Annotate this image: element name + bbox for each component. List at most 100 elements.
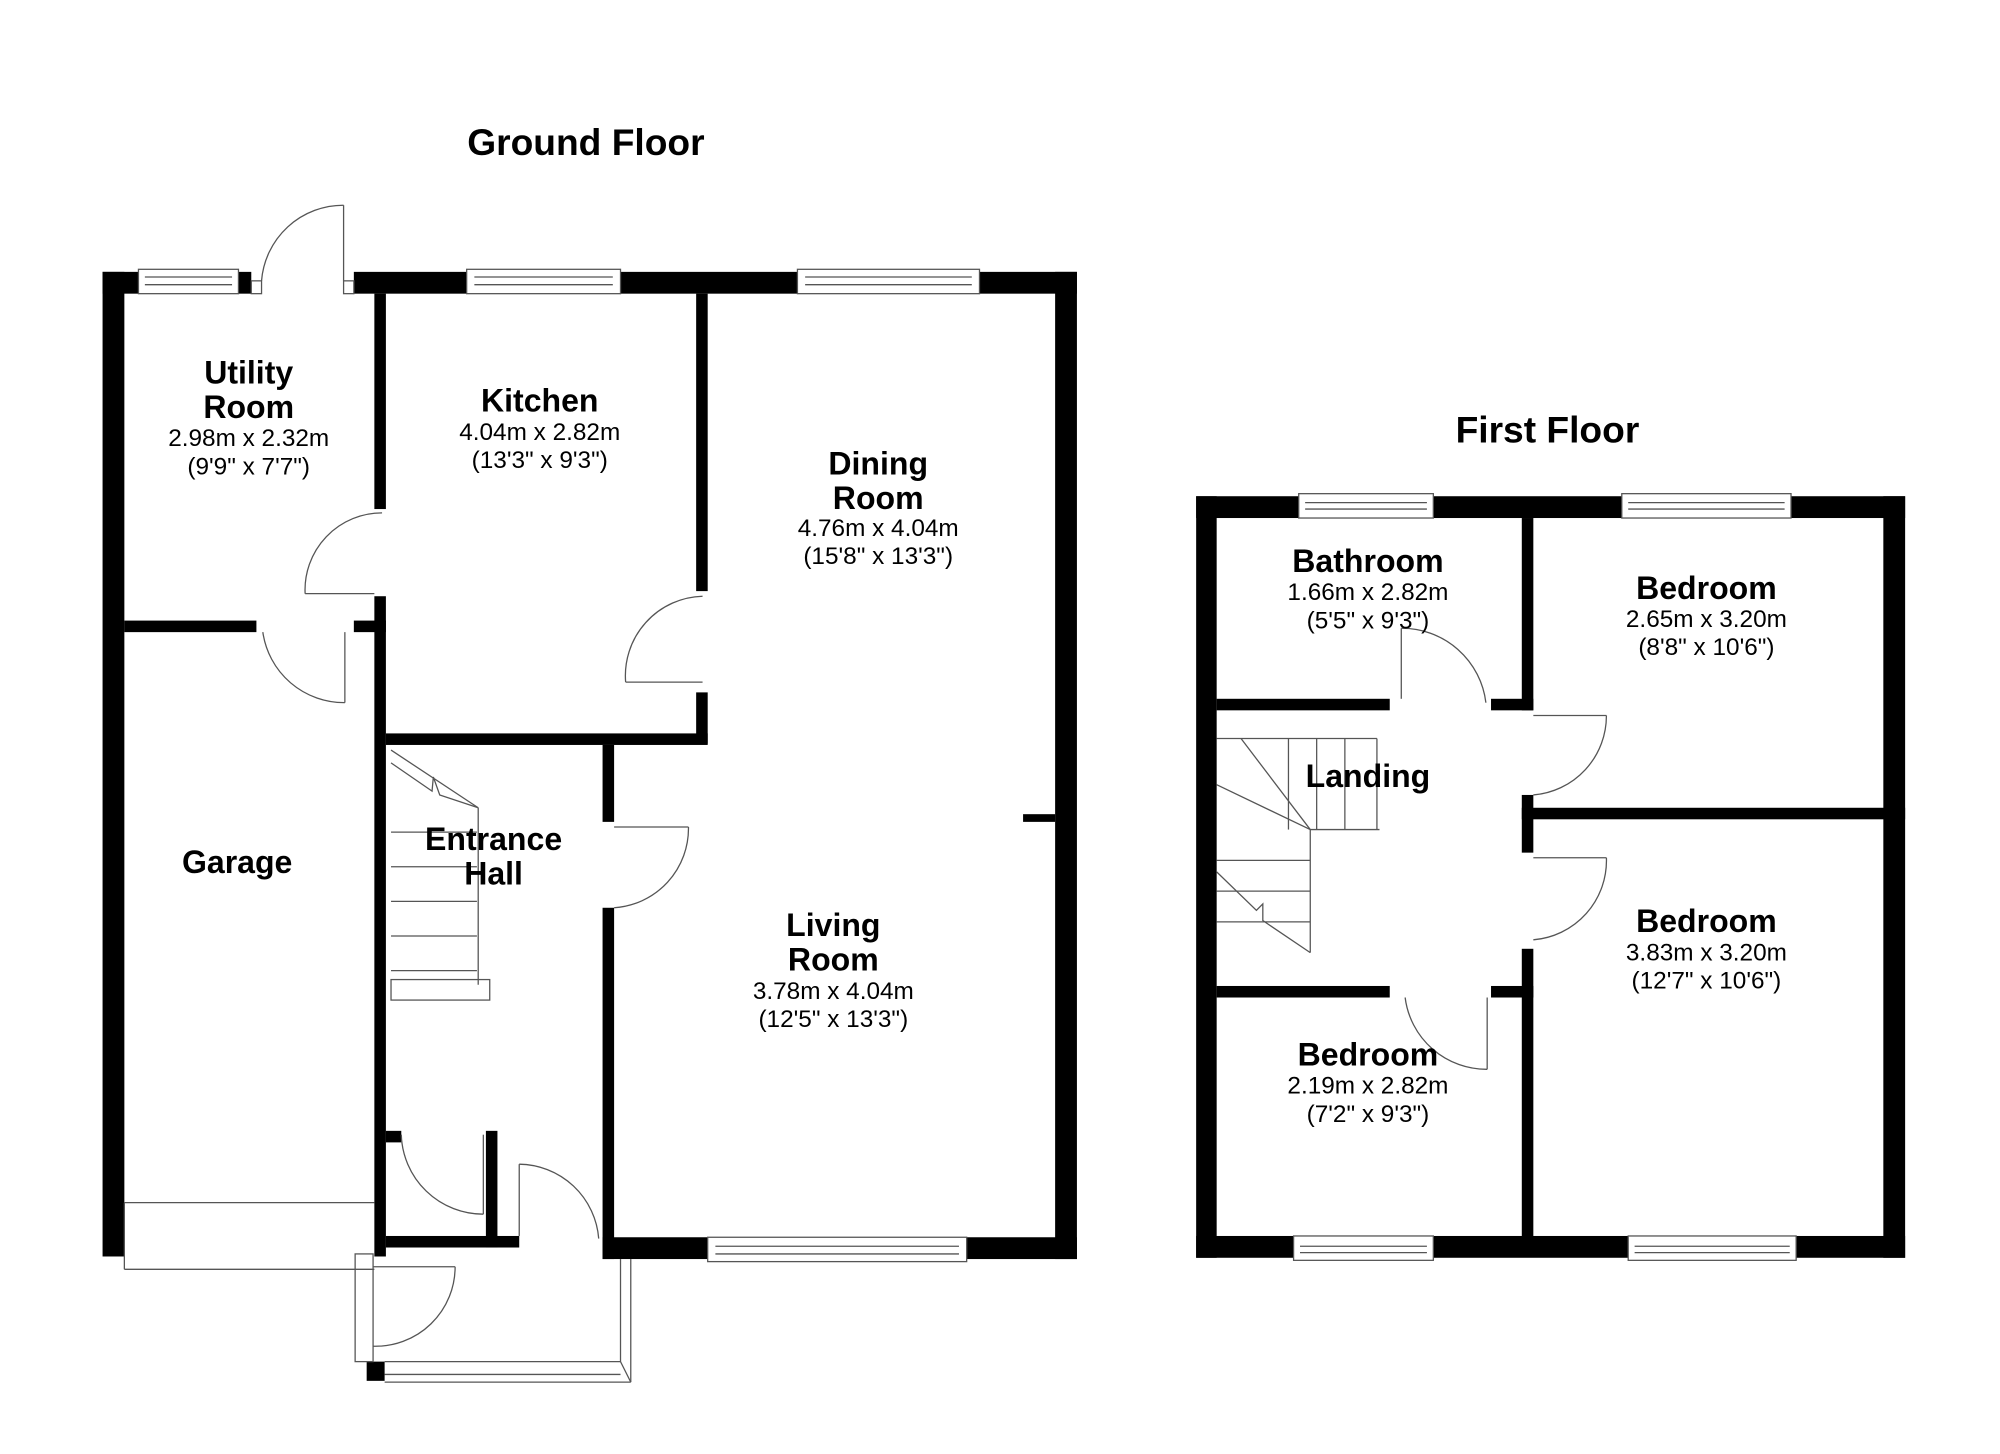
window bbox=[1627, 1235, 1797, 1261]
wall bbox=[374, 620, 386, 1257]
svg-text:3.78m x 4.04m: 3.78m x 4.04m bbox=[753, 978, 914, 1005]
svg-text:Living: Living bbox=[786, 907, 880, 943]
svg-text:(15'8" x 13'3"): (15'8" x 13'3") bbox=[803, 543, 953, 570]
room-living-room: Living Room 3.78m x 4.04m (12'5" x 13'3"… bbox=[753, 907, 914, 1033]
window bbox=[1298, 493, 1434, 519]
svg-text:4.76m x 4.04m: 4.76m x 4.04m bbox=[798, 515, 959, 542]
door bbox=[1400, 627, 1487, 703]
wall bbox=[1023, 814, 1056, 822]
wall bbox=[602, 907, 615, 1260]
wall bbox=[485, 1130, 498, 1248]
wall bbox=[385, 1130, 402, 1143]
window bbox=[137, 268, 240, 295]
wall bbox=[602, 1237, 708, 1260]
wall bbox=[353, 271, 467, 294]
door bbox=[614, 826, 690, 909]
wall bbox=[696, 692, 708, 744]
wall bbox=[1196, 1235, 1294, 1258]
svg-text:Bedroom: Bedroom bbox=[1636, 903, 1777, 939]
ground-floor-title: Ground Floor bbox=[467, 121, 704, 163]
door bbox=[304, 512, 383, 595]
wall bbox=[966, 1237, 1077, 1260]
wall bbox=[1433, 1235, 1629, 1258]
door bbox=[1404, 997, 1488, 1070]
svg-text:Utility: Utility bbox=[204, 354, 293, 390]
wall bbox=[696, 293, 708, 592]
wall bbox=[353, 620, 386, 633]
wall bbox=[1521, 794, 1534, 853]
wall bbox=[366, 1361, 385, 1381]
svg-text:Room: Room bbox=[788, 942, 879, 978]
wall bbox=[1521, 807, 1906, 820]
wall bbox=[602, 744, 615, 822]
door bbox=[262, 632, 346, 704]
svg-text:Bedroom: Bedroom bbox=[1298, 1036, 1439, 1072]
door bbox=[518, 1163, 600, 1239]
wall bbox=[620, 271, 798, 294]
staircase bbox=[390, 749, 491, 1001]
door bbox=[1533, 857, 1608, 941]
svg-text:4.04m x 2.82m: 4.04m x 2.82m bbox=[459, 419, 620, 446]
wall bbox=[1791, 496, 1906, 519]
svg-text:Dining: Dining bbox=[828, 445, 928, 481]
svg-text:2.19m x 2.82m: 2.19m x 2.82m bbox=[1287, 1073, 1448, 1100]
svg-text:2.98m x 2.32m: 2.98m x 2.32m bbox=[168, 425, 329, 452]
svg-text:(8'8" x 10'6"): (8'8" x 10'6") bbox=[1638, 634, 1774, 661]
window bbox=[707, 1236, 968, 1263]
wall bbox=[1216, 698, 1390, 711]
svg-text:(12'7" x 10'6"): (12'7" x 10'6") bbox=[1632, 968, 1782, 995]
svg-text:(7'2" x 9'3"): (7'2" x 9'3") bbox=[1307, 1101, 1430, 1128]
svg-text:Bathroom: Bathroom bbox=[1292, 543, 1443, 579]
room-bathroom: Bathroom 1.66m x 2.82m (5'5" x 9'3") bbox=[1287, 543, 1448, 634]
ground-floor-plan: Ground Floor bbox=[102, 121, 1077, 1383]
wall bbox=[1055, 271, 1077, 1260]
wall bbox=[1521, 948, 1534, 1244]
wall bbox=[374, 596, 386, 622]
svg-text:Room: Room bbox=[203, 389, 294, 425]
window bbox=[1292, 1235, 1434, 1261]
svg-text:Bedroom: Bedroom bbox=[1636, 570, 1777, 606]
wall bbox=[102, 271, 139, 294]
wall bbox=[385, 1235, 520, 1248]
wall bbox=[1196, 496, 1217, 1258]
wall bbox=[124, 620, 257, 633]
porch bbox=[354, 1253, 632, 1383]
wall bbox=[1796, 1235, 1906, 1258]
wall bbox=[1216, 985, 1390, 998]
svg-text:Kitchen: Kitchen bbox=[481, 383, 599, 419]
room-bedroom-1: Bedroom 3.83m x 3.20m (12'7" x 10'6") bbox=[1626, 903, 1787, 994]
wall bbox=[1196, 496, 1299, 519]
svg-text:1.66m x 2.82m: 1.66m x 2.82m bbox=[1287, 579, 1448, 606]
window bbox=[1621, 493, 1792, 519]
window bbox=[466, 268, 622, 295]
window bbox=[796, 268, 981, 295]
room-bedroom-3: Bedroom 2.19m x 2.82m (7'2" x 9'3") bbox=[1287, 1036, 1448, 1127]
wall bbox=[1491, 698, 1534, 711]
wall bbox=[374, 293, 386, 510]
first-floor-plan: First Floor bbox=[1196, 408, 1906, 1261]
door bbox=[250, 204, 355, 295]
svg-text:Hall: Hall bbox=[464, 856, 523, 892]
svg-text:Entrance: Entrance bbox=[425, 821, 562, 857]
door bbox=[624, 595, 703, 683]
svg-text:2.65m x 3.20m: 2.65m x 3.20m bbox=[1626, 606, 1787, 633]
svg-text:Landing: Landing bbox=[1306, 758, 1431, 794]
wall bbox=[238, 271, 252, 294]
wall bbox=[102, 271, 125, 1257]
door bbox=[400, 1134, 484, 1215]
svg-text:Garage: Garage bbox=[182, 844, 292, 880]
room-utility-room: Utility Room 2.98m x 2.32m (9'9" x 7'7") bbox=[168, 354, 329, 480]
wall bbox=[1521, 518, 1534, 711]
room-bedroom-2: Bedroom 2.65m x 3.20m (8'8" x 10'6") bbox=[1626, 570, 1787, 661]
svg-text:(12'5" x 13'3"): (12'5" x 13'3") bbox=[758, 1006, 908, 1033]
wall bbox=[385, 733, 708, 745]
door bbox=[1533, 714, 1608, 796]
wall bbox=[1433, 496, 1622, 519]
room-garage: Garage bbox=[182, 844, 292, 880]
svg-text:(9'9" x 7'7"): (9'9" x 7'7") bbox=[187, 453, 310, 480]
staircase bbox=[1216, 737, 1380, 954]
room-landing: Landing bbox=[1306, 758, 1431, 794]
room-entrance-hall: Entrance Hall bbox=[425, 821, 562, 892]
svg-text:(5'5" x 9'3"): (5'5" x 9'3") bbox=[1307, 607, 1430, 634]
